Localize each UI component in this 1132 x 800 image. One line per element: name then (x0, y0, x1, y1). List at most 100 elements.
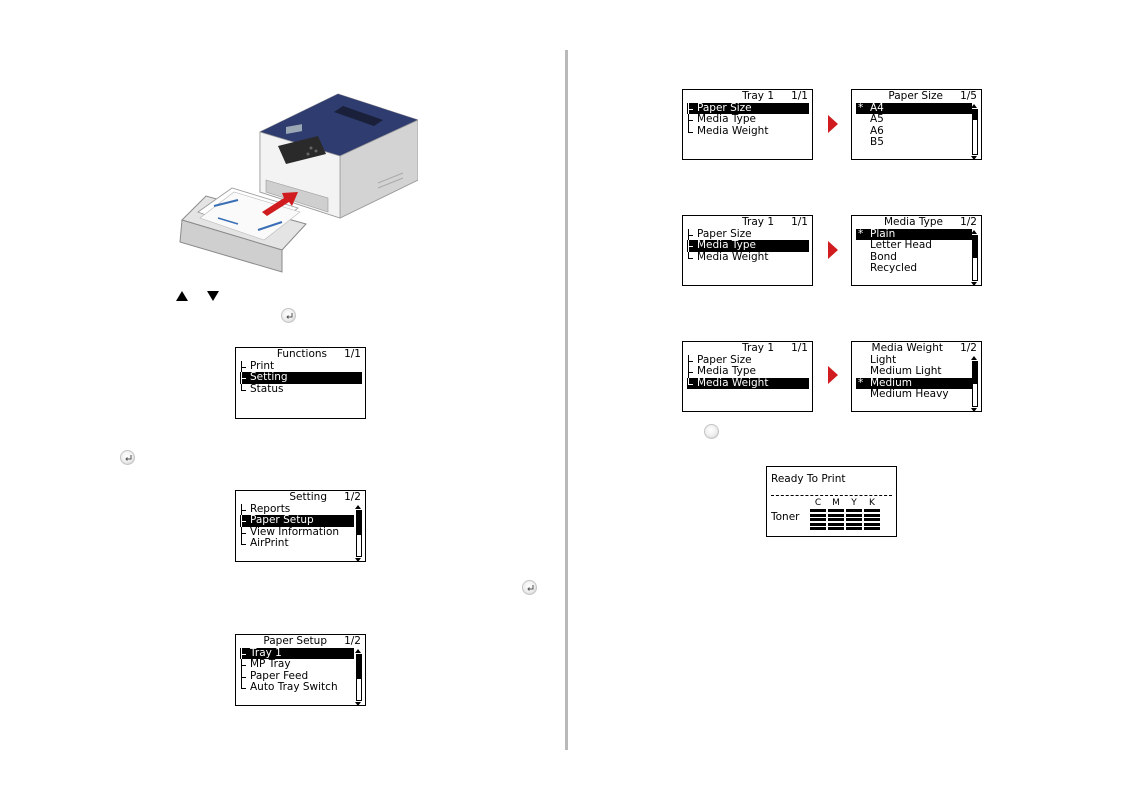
lcd-row-label: Letter Head (870, 239, 932, 252)
toner-level-bar (864, 527, 880, 531)
lcd-row-label: Tray 1 (250, 647, 282, 659)
lcd-row-label: Media Type (697, 365, 756, 378)
scrollbar (971, 356, 978, 412)
tree-branch-icon (241, 670, 249, 682)
lcd-row-label: Status (250, 382, 284, 395)
lcd-menu-row: Letter Head (856, 240, 972, 251)
next-arrow-icon (828, 366, 838, 384)
toner-level-bar (828, 522, 844, 526)
lcd-row-label: Setting (250, 371, 288, 384)
tree-branch-icon (688, 377, 696, 389)
tree-branch-icon (241, 648, 249, 660)
selected-star-icon: * (858, 102, 864, 114)
tree-branch-icon (241, 515, 249, 527)
lcd-page: 1/5 (960, 90, 977, 102)
ready-title: Ready To Print (771, 473, 846, 485)
lcd-row-label: Media Weight (697, 124, 769, 137)
lcd-row-label: Paper Size (697, 228, 752, 240)
enter-button-icon (281, 308, 296, 323)
scrollbar (355, 649, 362, 706)
lcd-menu-row: Media Type (687, 240, 809, 252)
toner-color-label: Y (851, 498, 857, 508)
lcd-menu-row: Media Weight (687, 250, 809, 263)
lcd-menu-row: Media Weight (687, 124, 809, 137)
tree-branch-icon (688, 103, 696, 115)
enter-button-icon (120, 450, 135, 465)
toner-color-label: K (869, 498, 875, 508)
lcd-title: Functions (276, 348, 327, 360)
lcd-row-label: Media Weight (697, 250, 769, 263)
lcd-row-label: Plain (870, 228, 896, 240)
lcd-page: 1/1 (791, 216, 808, 228)
lcd-row-label: AirPrint (250, 536, 289, 549)
lcd-title: Tray 1 (742, 342, 774, 354)
lcd-page: 1/1 (344, 348, 361, 360)
toner-level-bar (846, 509, 862, 512)
toner-gauge: Y (846, 499, 862, 532)
lcd-row-label: Medium (870, 376, 912, 389)
toner-label: Toner (771, 511, 800, 523)
lcd-menu-row: AirPrint (240, 536, 354, 549)
tree-branch-icon (688, 366, 696, 378)
toner-level-bar (810, 509, 826, 512)
lcd-row-label: Media Weight (697, 376, 769, 389)
lcd-menu-row: Paper Setup (240, 514, 354, 527)
lcd-row-label: Paper Setup (250, 514, 314, 527)
tree-branch-icon (241, 537, 249, 549)
dashed-separator (771, 495, 892, 496)
lcd-page: 1/2 (344, 635, 361, 647)
lcd-row-label: A5 (870, 113, 884, 126)
lcd-menu-row: Status (240, 382, 362, 395)
page-divider (565, 50, 568, 750)
tree-branch-icon (688, 125, 696, 137)
toner-level-bar (810, 522, 826, 526)
lcd-title: Setting (289, 491, 327, 503)
lcd-row-label: A6 (870, 124, 884, 137)
lcd-row-label: Auto Tray Switch (250, 680, 338, 693)
tree-branch-icon (241, 659, 249, 671)
lcd-title: Paper Setup (263, 635, 327, 647)
scrollbar (971, 230, 978, 286)
tree-branch-icon (241, 383, 249, 395)
lcd-row-label: Medium Light (870, 365, 942, 378)
lcd-row-label: Paper Feed (250, 669, 309, 682)
lcd-menu-row: *A4 (856, 102, 972, 115)
lcd-menu-row: Recycled (856, 262, 972, 274)
toner-gauge: C (810, 499, 826, 532)
lcd-title: Tray 1 (742, 216, 774, 228)
toner-level-bar (810, 527, 826, 531)
lcd-row-label: Reports (250, 503, 291, 515)
scrollbar (971, 104, 978, 160)
lcd-menu-row: Media Type (687, 365, 809, 378)
next-arrow-icon (828, 115, 838, 133)
toner-level-bar (846, 522, 862, 526)
lcd-menu-row: Media Weight (687, 376, 809, 389)
up-arrow-icon (176, 291, 188, 301)
tree-branch-icon (241, 361, 249, 373)
lcd-menu-row: Paper Size (687, 354, 809, 367)
lcd-menu-row: A6 (856, 124, 972, 137)
toner-level-bar (828, 527, 844, 531)
toner-level-bar (810, 513, 826, 517)
selected-star-icon: * (858, 376, 864, 389)
lcd-page: 1/2 (960, 342, 977, 354)
lcd-page: 1/1 (791, 90, 808, 102)
lcd-row-label: View Information (250, 525, 340, 538)
lcd-menu-row: MP Tray (240, 658, 354, 671)
tree-branch-icon (688, 240, 696, 252)
toner-level-bar (864, 518, 880, 522)
lcd-row-label: Paper Size (697, 354, 752, 366)
lcd-menu-row: Paper Size (687, 228, 809, 241)
lcd-row-label: MP Tray (250, 658, 291, 671)
toner-level-bar (828, 518, 844, 522)
toner-level-bar (846, 518, 862, 522)
lcd-menu-row: * Medium (856, 376, 972, 389)
